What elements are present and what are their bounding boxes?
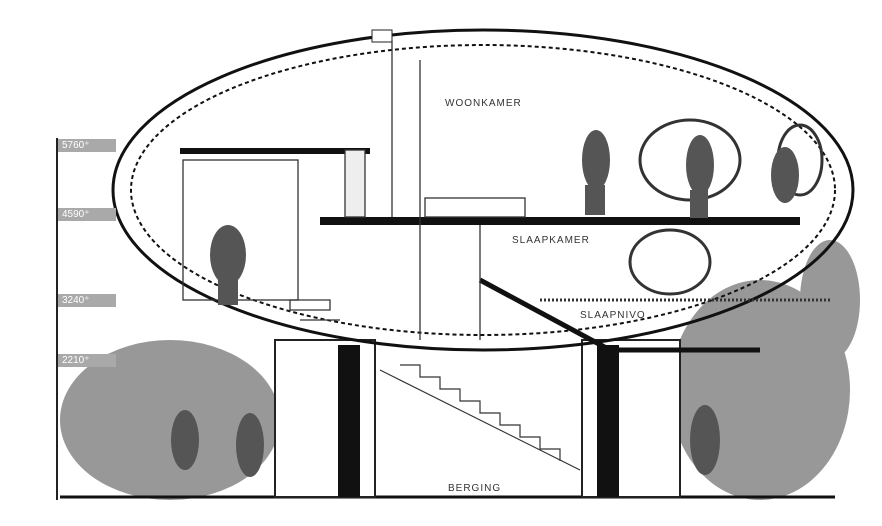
sphere-shell xyxy=(111,28,855,352)
human-figures xyxy=(171,130,799,477)
roof-vent xyxy=(371,29,393,43)
living-floor xyxy=(320,217,800,225)
interior-walls xyxy=(182,40,526,340)
room-label-sleep-level: SLAAPNIVO xyxy=(580,310,646,321)
room-label-bedroom: SLAAPKAMER xyxy=(512,235,590,246)
room-label-storage: BERGING xyxy=(448,483,502,494)
room-label-living: WOONKAMER xyxy=(445,98,522,109)
support-columns xyxy=(274,339,681,498)
stair xyxy=(379,364,581,471)
sphere-inner-shell xyxy=(130,44,836,336)
level-marker-4590: 4590⁺ xyxy=(58,208,116,221)
sleep-level-floor xyxy=(478,277,760,353)
level-marker-2210: 2210⁺ xyxy=(58,354,116,367)
upper-floor-left xyxy=(180,148,370,154)
round-window-lower xyxy=(628,228,712,296)
level-marker-5760: 5760⁺ xyxy=(58,139,116,152)
level-marker-3240: 3240⁺ xyxy=(58,294,116,307)
